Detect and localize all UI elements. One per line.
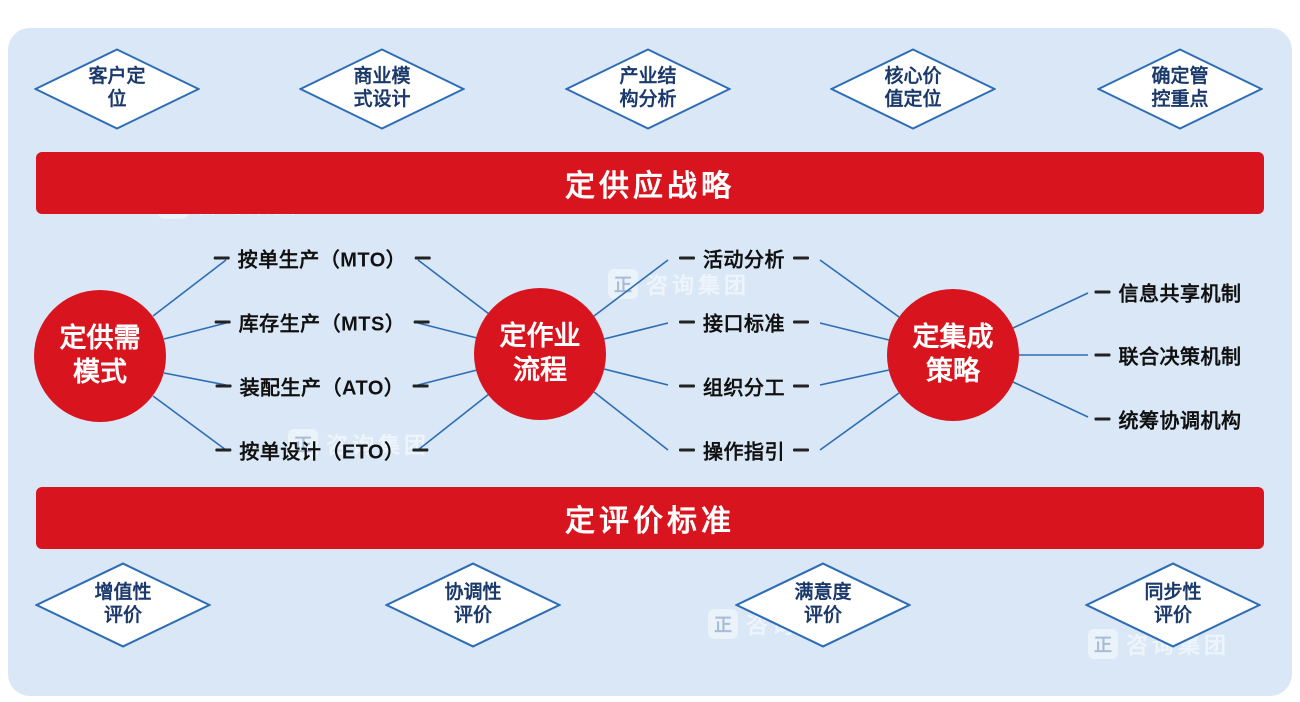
connector-dash — [679, 256, 695, 260]
diamond-business-model-design: 商业模式设计 — [299, 48, 465, 130]
diamond-coordination-evaluation: 协调性评价 — [385, 562, 561, 648]
diamond-satisfaction-evaluation: 满意度评价 — [735, 562, 911, 648]
connector-dash — [414, 256, 431, 260]
production-mode-item: 按单生产（MTO） — [213, 244, 431, 273]
diamond-industry-structure-analysis: 产业结构分析 — [565, 48, 731, 130]
process-item: 组织分工 — [679, 372, 809, 401]
banner-supply-strategy: 定供应战略 — [36, 152, 1264, 214]
diamond-synchronization-evaluation: 同步性评价 — [1085, 562, 1261, 648]
connector-dash — [679, 384, 695, 388]
connector-dash — [215, 448, 232, 452]
production-mode-item: 装配生产（ATO） — [215, 372, 429, 401]
diamond-customer-positioning: 客户定位 — [34, 48, 200, 130]
circle-supply-demand-mode: 定供需模式 — [34, 290, 166, 422]
connector-dash — [793, 384, 809, 388]
production-mode-item: 库存生产（MTS） — [214, 308, 430, 337]
connector-dash — [1094, 353, 1111, 357]
connector-dash — [1094, 417, 1111, 421]
process-item: 操作指引 — [679, 436, 809, 465]
diamond-value-added-evaluation: 增值性评价 — [35, 562, 211, 648]
connector-dash — [215, 384, 232, 388]
connector-dash — [793, 256, 809, 260]
connector-dash — [679, 448, 695, 452]
circle-integration-strategy: 定集成策略 — [887, 289, 1019, 421]
diamond-core-value-positioning: 核心价值定位 — [830, 48, 996, 130]
watermark: 正 咨询集团 — [608, 268, 750, 300]
watermark-logo-icon: 正 — [708, 609, 738, 639]
banner-evaluation-standard: 定评价标准 — [36, 487, 1264, 549]
production-mode-item: 按单设计（ETO） — [215, 436, 429, 465]
integration-item: 信息共享机制 — [1094, 278, 1242, 307]
connector-dash — [793, 448, 809, 452]
connector-dash — [413, 320, 430, 324]
connector-dash — [214, 320, 231, 324]
connector-dash — [213, 256, 230, 260]
process-item: 接口标准 — [679, 308, 809, 337]
process-item: 活动分析 — [679, 244, 809, 273]
watermark-logo-icon: 正 — [608, 269, 638, 299]
connector-dash — [793, 320, 809, 324]
connector-dash — [679, 320, 695, 324]
integration-item: 统筹协调机构 — [1094, 405, 1242, 434]
connector-dash — [412, 448, 429, 452]
diamond-control-focus: 确定管控重点 — [1097, 48, 1263, 130]
connector-dash — [412, 384, 429, 388]
connector-dash — [1094, 290, 1111, 294]
circle-operation-process: 定作业流程 — [474, 288, 606, 420]
integration-item: 联合决策机制 — [1094, 341, 1242, 370]
